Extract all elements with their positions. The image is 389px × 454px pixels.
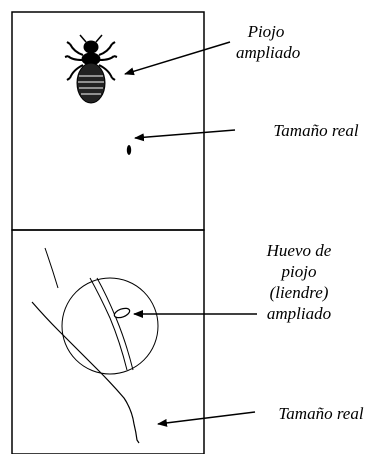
egg-label-line1: Huevo de <box>266 241 332 260</box>
nit-real-size-arrow <box>157 411 256 427</box>
louse-label: Piojo ampliado <box>236 21 301 63</box>
louse-icon <box>64 34 118 104</box>
bottom-panel-frame <box>11 229 205 454</box>
nit-real-size-label: Tamaño real <box>278 404 364 423</box>
hair-strand-top <box>44 247 59 289</box>
hair-strand-icon <box>31 301 140 444</box>
louse-real-size-label: Tamaño real <box>273 121 359 140</box>
egg-label-line3: (liendre) <box>269 283 329 302</box>
top-panel-frame <box>11 11 205 231</box>
louse-label-line2: ampliado <box>236 43 301 62</box>
egg-label: Huevo de piojo (liendre) ampliado <box>252 240 346 324</box>
louse-arrow <box>124 41 231 76</box>
louse-real-size-icon <box>126 145 132 155</box>
louse-label-line1: Piojo <box>247 22 285 41</box>
egg-label-line2: piojo <box>281 262 317 281</box>
egg-label-line4: ampliado <box>266 304 332 323</box>
nit-egg-icon <box>113 307 131 319</box>
magnifier-circle <box>61 277 159 375</box>
louse-real-size-arrow <box>134 129 236 142</box>
